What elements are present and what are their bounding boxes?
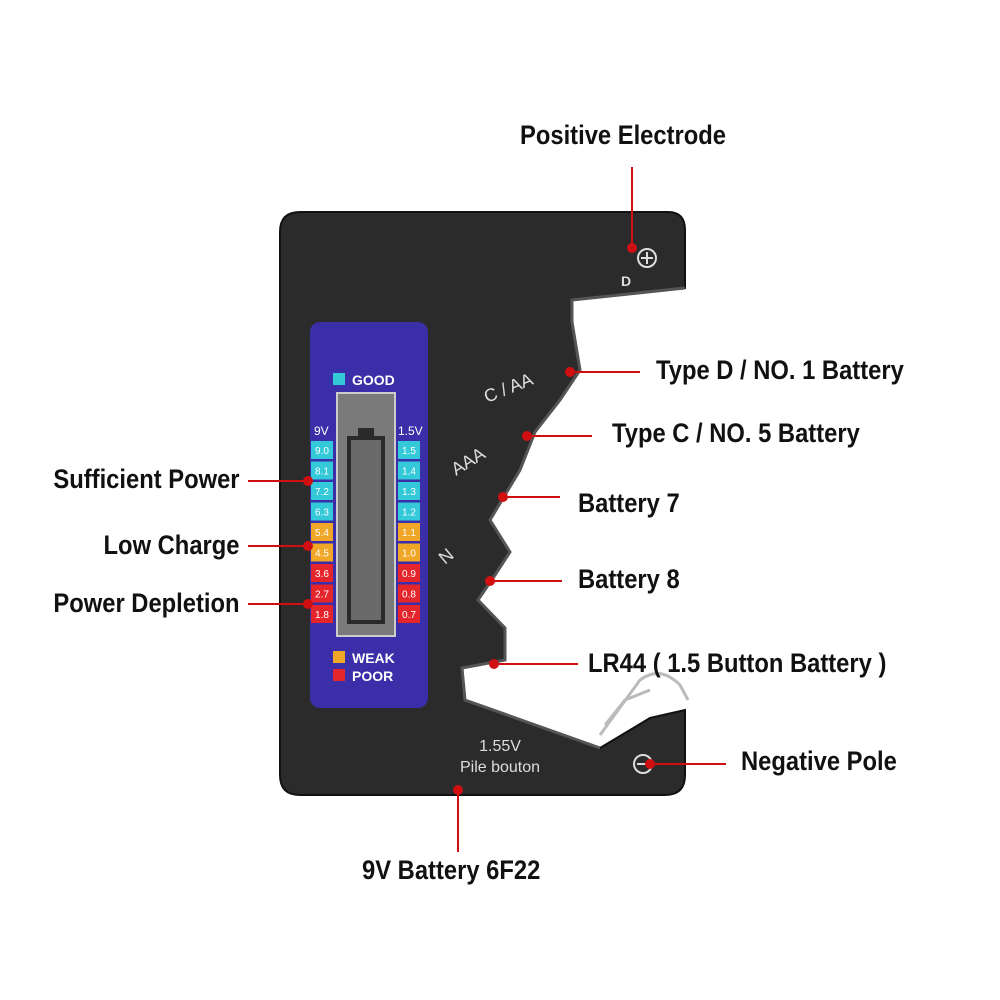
callout-sufficient-power: Sufficient Power <box>53 464 240 494</box>
right-scale-value: 0.8 <box>402 590 416 601</box>
weak-label: WEAK <box>352 650 395 666</box>
callout-9v-battery: 9V Battery 6F22 <box>362 855 541 885</box>
right-scale-header: 1.5V <box>398 424 423 438</box>
right-scale-cell <box>398 584 420 603</box>
poor-label: POOR <box>352 668 393 684</box>
right-voltage-scale: 1.5 1.4 1.3 1.2 1.1 1.0 0.9 0.8 0.7 <box>398 441 420 623</box>
left-scale-value: 8.1 <box>315 467 329 478</box>
left-scale-value: 9.0 <box>315 446 329 457</box>
right-scale-value: 1.3 <box>402 487 416 498</box>
left-voltage-scale: 9.0 8.1 7.2 6.3 5.4 4.5 3.6 2.7 1.8 <box>311 441 333 623</box>
right-scale-value: 1.1 <box>402 528 416 539</box>
right-scale-cell <box>398 564 420 582</box>
right-scale-value: 1.2 <box>402 508 416 519</box>
left-scale-value: 5.4 <box>315 528 329 539</box>
callout-negative-pole: Negative Pole <box>741 746 897 776</box>
poor-swatch <box>333 669 345 681</box>
left-scale-cell <box>311 441 333 459</box>
left-scale-cell <box>311 523 333 541</box>
callout-positive-electrode: Positive Electrode <box>520 120 727 150</box>
left-scale-cell <box>311 502 333 521</box>
callout-battery-7: Battery 7 <box>578 488 680 518</box>
positive-terminal-icon <box>637 248 657 268</box>
right-scale-cell <box>398 441 420 459</box>
callout-power-depletion: Power Depletion <box>53 588 240 618</box>
good-swatch <box>333 373 345 385</box>
right-scale-value: 1.5 <box>402 446 416 457</box>
callout-low-charge: Low Charge <box>104 530 240 560</box>
left-scale-cell <box>311 482 333 500</box>
left-scale-cell <box>311 584 333 603</box>
left-scale-cell <box>311 605 333 623</box>
weak-swatch <box>333 651 345 663</box>
right-scale-cell <box>398 461 420 480</box>
left-scale-header: 9V <box>314 424 329 438</box>
right-scale-value: 1.0 <box>402 549 416 560</box>
d-slot-label: D <box>621 273 631 289</box>
callout-lr44: LR44 ( 1.5 Button Battery ) <box>588 648 887 678</box>
right-scale-value: 1.4 <box>402 467 416 478</box>
left-scale-value: 4.5 <box>315 549 329 560</box>
left-scale-value: 3.6 <box>315 569 329 580</box>
right-scale-cell <box>398 543 420 562</box>
right-scale-value: 0.9 <box>402 569 416 580</box>
callout-battery-8: Battery 8 <box>578 564 680 594</box>
left-scale-cell <box>311 564 333 582</box>
button-text-label: Pile bouton <box>460 759 540 776</box>
left-scale-value: 6.3 <box>315 508 329 519</box>
callout-type-c: Type C / NO. 5 Battery <box>612 418 860 448</box>
right-scale-value: 0.7 <box>402 610 416 621</box>
left-scale-cell <box>311 543 333 562</box>
left-scale-value: 7.2 <box>315 487 329 498</box>
left-scale-cell <box>311 461 333 480</box>
right-scale-cell <box>398 605 420 623</box>
right-scale-cell <box>398 523 420 541</box>
button-voltage-label: 1.55V <box>479 738 521 755</box>
battery-cap <box>358 428 374 438</box>
left-scale-value: 1.8 <box>315 610 329 621</box>
left-scale-value: 2.7 <box>315 590 329 601</box>
good-label: GOOD <box>352 372 395 388</box>
callout-type-d: Type D / NO. 1 Battery <box>656 355 904 385</box>
right-scale-cell <box>398 502 420 521</box>
spring-clip <box>598 672 690 736</box>
battery-outline <box>347 436 385 624</box>
right-scale-cell <box>398 482 420 500</box>
